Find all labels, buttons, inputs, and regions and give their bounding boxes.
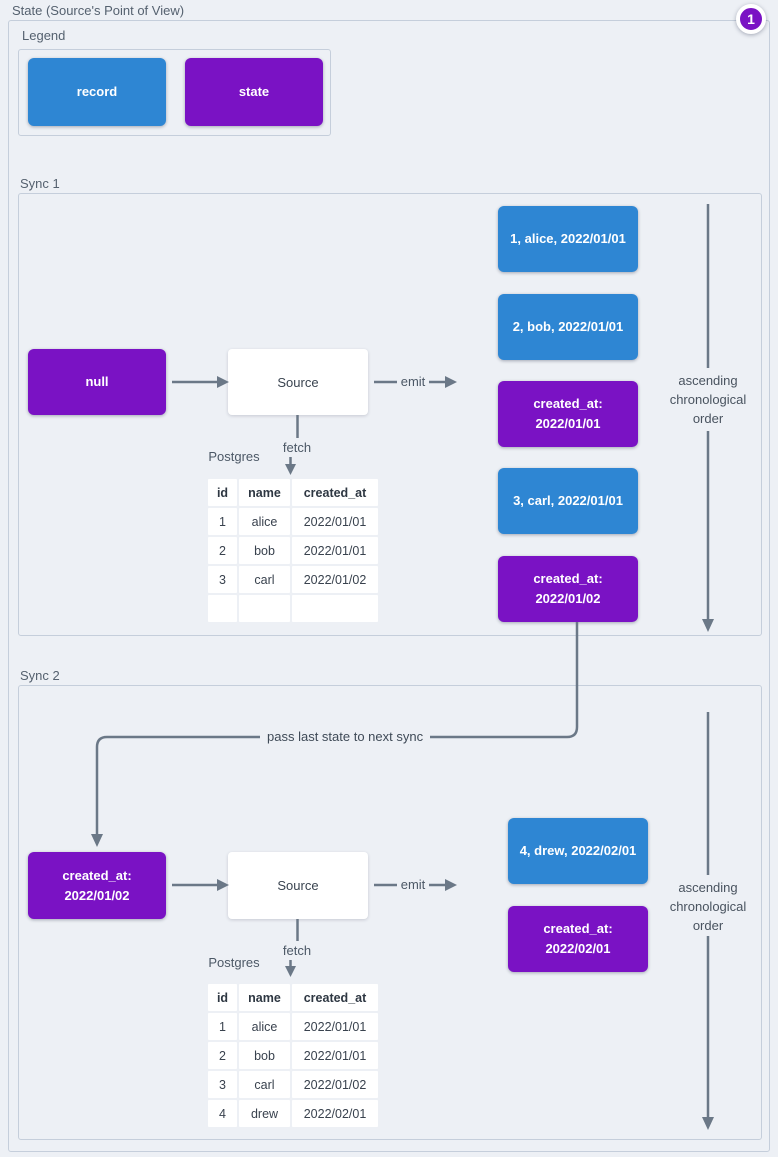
- table-cell: 2022/01/01: [292, 508, 378, 535]
- sync2-label: Sync 2: [20, 668, 60, 683]
- table-header-cell: name: [239, 479, 290, 506]
- sync1-message-record: 3, carl, 2022/01/01: [498, 468, 638, 534]
- legend-label: Legend: [22, 28, 66, 43]
- step-badge: 1: [736, 4, 766, 34]
- sync1-postgres-table: id name created_at 1 alice 2022/01/01 2 …: [208, 479, 378, 622]
- sync2-emit-label: emit: [400, 877, 426, 892]
- table-cell: 2022/01/01: [292, 1042, 378, 1069]
- table-header-cell: created_at: [292, 479, 378, 506]
- table-cell: drew: [239, 1100, 290, 1127]
- table-header-cell: name: [239, 984, 290, 1011]
- table-cell: 2022/01/02: [292, 1071, 378, 1098]
- table-header-cell: id: [208, 984, 237, 1011]
- sync1-message-record: 1, alice, 2022/01/01: [498, 206, 638, 272]
- table-cell: carl: [239, 566, 290, 593]
- table-cell: bob: [239, 1042, 290, 1069]
- legend-state-swatch: state: [185, 58, 323, 126]
- sync1-message-record: 2, bob, 2022/01/01: [498, 294, 638, 360]
- sync1-emit-label: emit: [400, 374, 426, 389]
- table-cell: 3: [208, 1071, 237, 1098]
- sync1-db-label: Postgres: [208, 449, 260, 464]
- table-cell: [208, 595, 237, 622]
- sync1-order-label: ascending chronological order: [669, 373, 747, 426]
- table-cell: 2022/01/01: [292, 1013, 378, 1040]
- sync1-source: Source: [228, 349, 368, 415]
- table-cell: [292, 595, 378, 622]
- state-group-border: [8, 20, 770, 1152]
- table-cell: [239, 595, 290, 622]
- table-cell: 2022/01/01: [292, 537, 378, 564]
- table-header-cell: created_at: [292, 984, 378, 1011]
- sync1-message-state: created_at: 2022/01/01: [498, 381, 638, 447]
- table-cell: alice: [239, 1013, 290, 1040]
- sync2-postgres-table: id name created_at 1 alice 2022/01/01 2 …: [208, 984, 378, 1127]
- diagram-title: State (Source's Point of View): [12, 3, 185, 18]
- sync1-label: Sync 1: [20, 176, 60, 191]
- sync2-input-state: created_at: 2022/01/02: [28, 852, 166, 919]
- sync2-source: Source: [228, 852, 368, 919]
- table-cell: 4: [208, 1100, 237, 1127]
- table-cell: 2: [208, 1042, 237, 1069]
- table-cell: 3: [208, 566, 237, 593]
- sync1-input-state: null: [28, 349, 166, 415]
- table-cell: 2022/02/01: [292, 1100, 378, 1127]
- legend-record-swatch: record: [28, 58, 166, 126]
- sync2-message-state: created_at: 2022/02/01: [508, 906, 648, 972]
- legend-border: [18, 49, 331, 136]
- table-cell: carl: [239, 1071, 290, 1098]
- sync2-message-record: 4, drew, 2022/02/01: [508, 818, 648, 884]
- table-cell: alice: [239, 508, 290, 535]
- table-cell: bob: [239, 537, 290, 564]
- table-cell: 1: [208, 508, 237, 535]
- table-cell: 2022/01/02: [292, 566, 378, 593]
- sync1-message-state: created_at: 2022/01/02: [498, 556, 638, 622]
- sync2-fetch-label: fetch: [282, 943, 312, 958]
- table-header-cell: id: [208, 479, 237, 506]
- sync1-fetch-label: fetch: [282, 440, 312, 455]
- sync2-db-label: Postgres: [208, 955, 260, 970]
- pass-state-label: pass last state to next sync: [260, 729, 431, 744]
- table-cell: 2: [208, 537, 237, 564]
- sync2-order-label: ascending chronological order: [669, 880, 747, 933]
- table-cell: 1: [208, 1013, 237, 1040]
